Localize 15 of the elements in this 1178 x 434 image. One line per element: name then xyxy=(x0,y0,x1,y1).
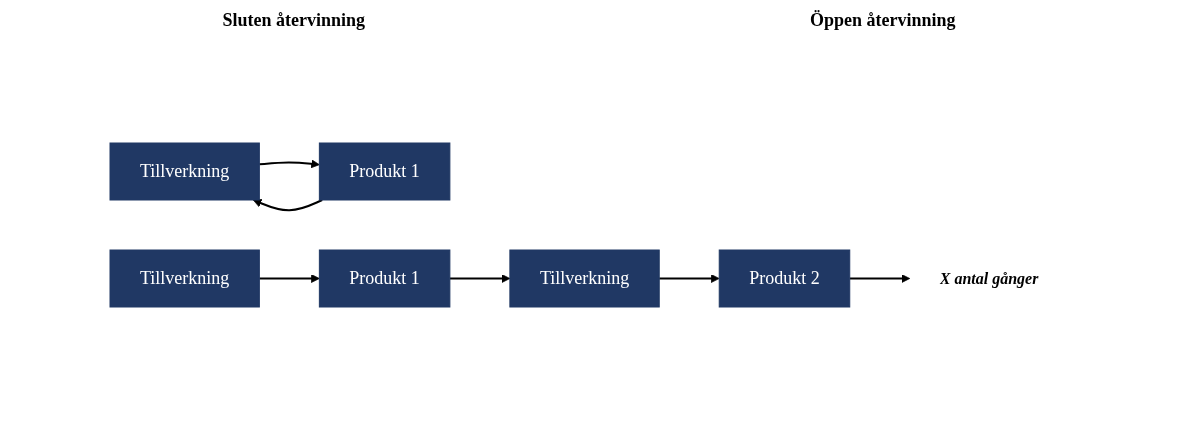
node-box: Produkt 2 xyxy=(718,249,851,308)
arrow xyxy=(848,274,910,283)
arrow xyxy=(252,199,323,212)
arrow xyxy=(258,159,320,169)
arrow xyxy=(448,274,511,283)
section-heading: Sluten återvinning xyxy=(222,10,365,31)
node-box: Tillverkning xyxy=(109,249,260,308)
node-box: Tillverkning xyxy=(509,249,660,308)
node-text: X antal gånger xyxy=(939,269,1039,287)
section-heading: Öppen återvinning xyxy=(810,10,956,31)
node-box: Tillverkning xyxy=(109,142,260,201)
node-box: Produkt 1 xyxy=(318,249,451,308)
arrow xyxy=(658,274,720,283)
arrow xyxy=(258,274,320,283)
node-box: Produkt 1 xyxy=(318,142,451,201)
